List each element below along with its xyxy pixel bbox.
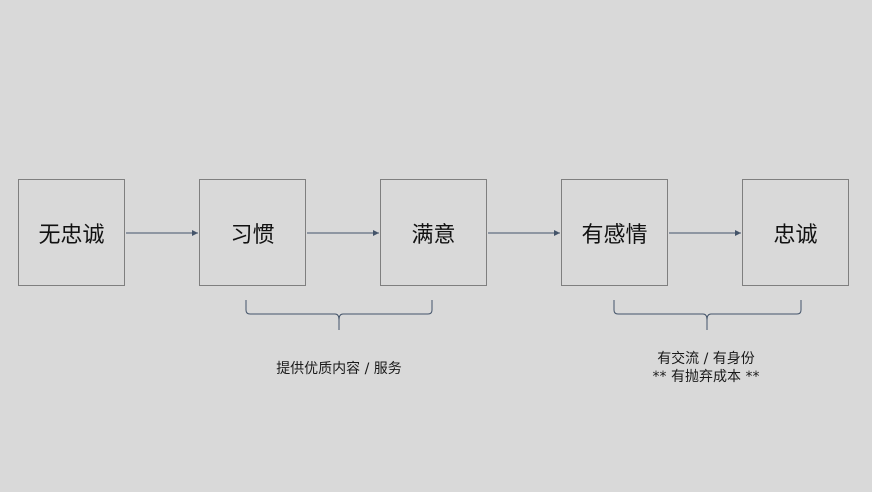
group-note-line: ** 有抛弃成本 ** (652, 369, 760, 385)
brace-group-2 (613, 300, 802, 330)
group-note-1: 提供优质内容 / 服务 (244, 360, 434, 378)
stage-label: 满意 (411, 222, 456, 248)
stage-label: 有感情 (581, 222, 648, 248)
stage-box-affection: 有感情 (561, 179, 668, 286)
stage-label: 无忠诚 (38, 222, 105, 248)
stage-label: 忠诚 (773, 222, 818, 248)
stage-box-no-loyalty: 无忠诚 (18, 179, 125, 286)
stage-box-habit: 习惯 (199, 179, 306, 286)
stage-box-satisfied: 满意 (380, 179, 487, 286)
group-note-line: 提供优质内容 / 服务 (276, 361, 402, 377)
stage-label: 习惯 (230, 222, 275, 248)
group-note-2: 有交流 / 有身份 ** 有抛弃成本 ** (606, 350, 806, 386)
brace-group-1 (245, 300, 433, 330)
stage-box-loyalty: 忠诚 (742, 179, 849, 286)
group-note-line: 有交流 / 有身份 (657, 351, 755, 367)
